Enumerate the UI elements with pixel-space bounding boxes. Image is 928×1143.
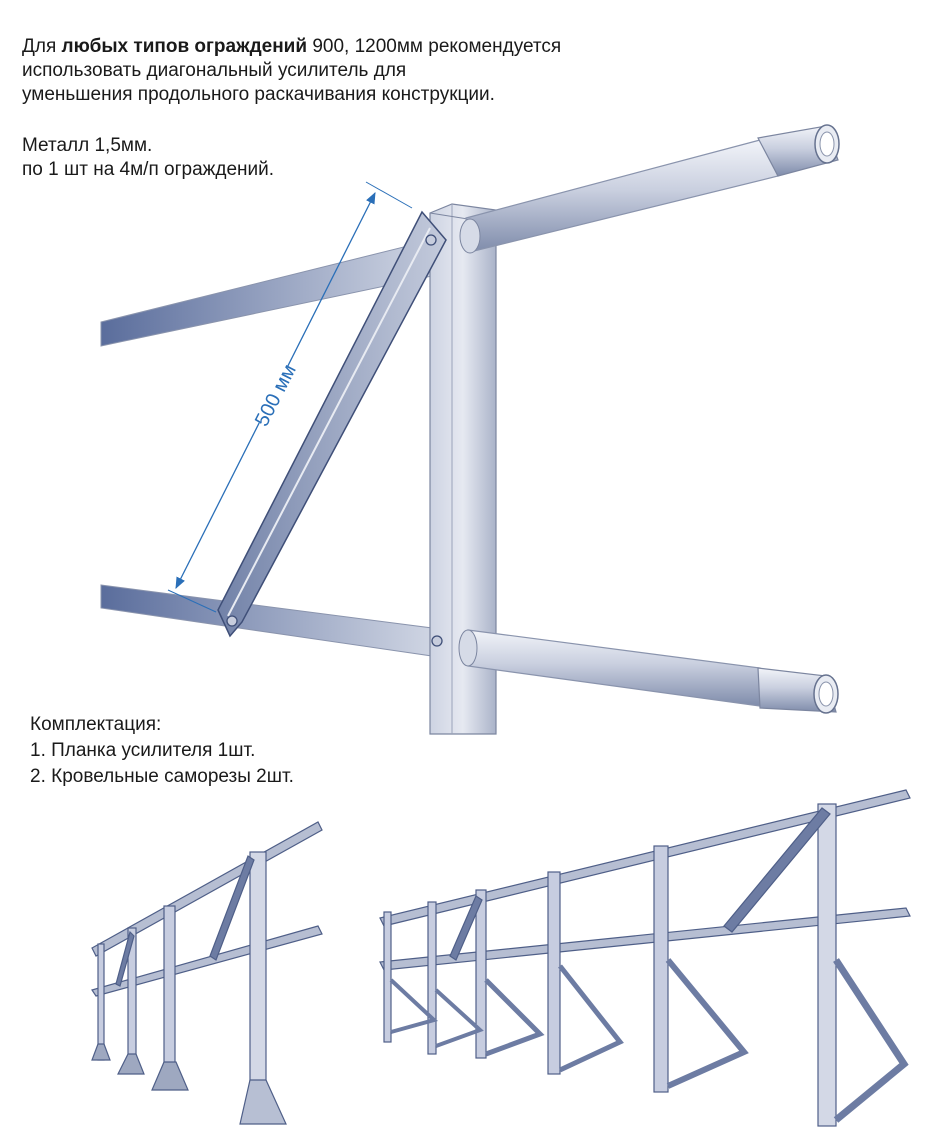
intro-line-3: уменьшения продольного раскачивания конс… bbox=[22, 84, 495, 105]
kit-title: Комплектация: bbox=[30, 714, 162, 735]
kit-item-1: 1. Планка усилителя 1шт. bbox=[30, 740, 256, 761]
fence-perspective-right bbox=[379, 789, 911, 1127]
main-detail bbox=[100, 124, 840, 735]
kit-item-2: 2. Кровельные саморезы 2шт. bbox=[30, 766, 294, 787]
intro-text: Для любых типов ограждений 900, 1200мм р… bbox=[22, 35, 561, 107]
lower-bolt bbox=[226, 615, 238, 627]
spec-metal: Металл 1,5мм. bbox=[22, 135, 153, 156]
lower-left-rail bbox=[100, 584, 433, 657]
dimension-500: 500 мм bbox=[167, 181, 413, 613]
post-bolt bbox=[431, 635, 443, 647]
spec-text: Металл 1,5мм. по 1 шт на 4м/п ограждений… bbox=[22, 134, 274, 182]
kit-list: Комплектация: 1. Планка усилителя 1шт. 2… bbox=[30, 712, 294, 790]
vertical-post bbox=[429, 203, 497, 735]
lower-right-rail bbox=[467, 629, 761, 707]
fence-perspective-left bbox=[91, 821, 323, 1125]
intro-line-1: Для любых типов ограждений 900, 1200мм р… bbox=[22, 36, 562, 57]
upper-bolt bbox=[425, 234, 437, 246]
spec-quantity: по 1 шт на 4м/п ограждений. bbox=[22, 159, 275, 180]
intro-line-2: использовать диагональный усилитель для bbox=[22, 60, 407, 81]
upper-right-rail bbox=[465, 139, 779, 253]
intro-bold-phrase: любых типов ограждений bbox=[61, 36, 308, 57]
